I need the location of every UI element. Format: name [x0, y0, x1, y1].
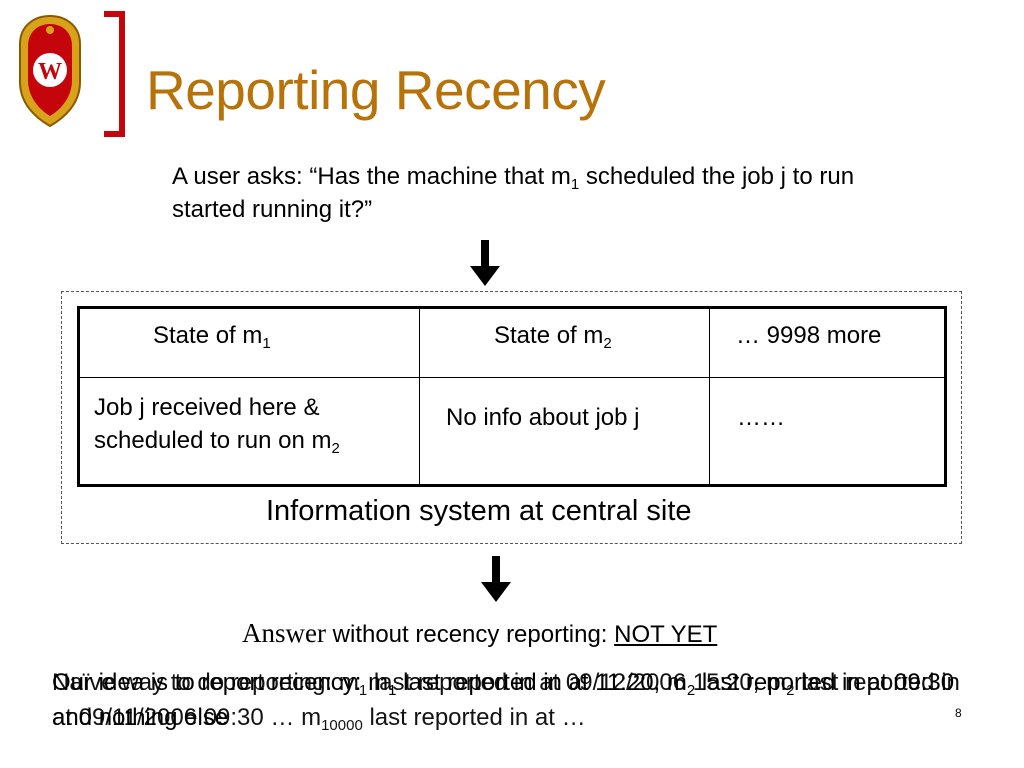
table-divider	[709, 309, 710, 484]
down-arrow-icon	[470, 240, 500, 286]
answer-line: Answer without recency reporting: NOT YE…	[242, 618, 718, 648]
down-arrow-icon	[481, 556, 511, 602]
table-row-divider	[80, 377, 944, 378]
red-bracket	[104, 11, 125, 137]
uw-crest-logo: W	[19, 14, 81, 128]
row-state-m1: Job j received here & scheduled to run o…	[94, 394, 340, 457]
header-state-m2: State of m2	[494, 322, 612, 352]
row-more: ……	[737, 404, 785, 431]
header-more: … 9998 more	[736, 322, 882, 349]
naive-reporting-text: Naïve way to do reporting: m1 last repor…	[52, 669, 960, 734]
page-number: 8	[955, 706, 962, 720]
central-site-box	[61, 291, 962, 544]
row-state-m2: No info about job j	[446, 404, 640, 431]
central-site-caption: Information system at central site	[266, 495, 692, 527]
header-state-m1: State of m1	[153, 322, 271, 352]
state-table: State of m1 State of m2 … 9998 more Job …	[77, 306, 947, 487]
recency-idea-text: Our idea is to report recency: m1 last r…	[52, 669, 955, 731]
user-question: A user asks: “Has the machine that m1 sc…	[172, 163, 855, 223]
svg-text:W: W	[38, 59, 62, 85]
table-divider	[419, 309, 420, 484]
slide-title: Reporting Recency	[146, 59, 606, 121]
